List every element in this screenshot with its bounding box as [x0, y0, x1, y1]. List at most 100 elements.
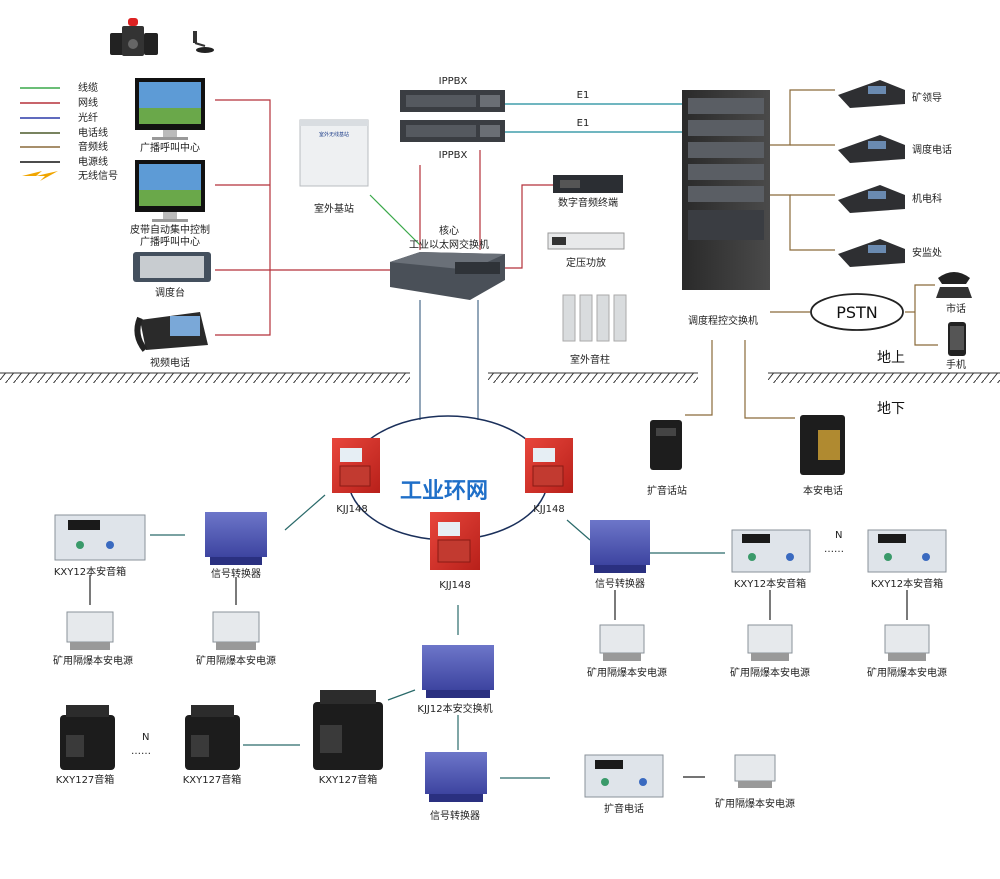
- desk-phone-icon: [838, 239, 905, 267]
- pa-phone-device: [584, 754, 664, 798]
- phone-dispatch-label: 调度电话: [912, 143, 952, 156]
- audio-terminal-label: 数字音频终端: [558, 196, 618, 209]
- signal-converter-bottom: [425, 752, 487, 802]
- signal-converter-left: [205, 512, 267, 565]
- ground-below-label: 地下: [877, 401, 905, 417]
- psu-left-2-label: 矿用隔爆本安电源: [196, 654, 276, 667]
- psu-box: [747, 624, 793, 661]
- amplifier-device: [547, 232, 625, 250]
- outdoor-base-panel-text: 室外无线基站: [319, 131, 349, 138]
- psu-bottom-label: 矿用隔爆本安电源: [715, 797, 795, 810]
- kxy12-speaker-box: [54, 514, 146, 561]
- n-right-label: N: [835, 530, 842, 541]
- psu-right-3-label: 矿用隔爆本安电源: [867, 666, 947, 679]
- digital-audio-terminal: [553, 175, 623, 193]
- legend-item: 无线信号: [22, 169, 118, 182]
- video-phone-icon: [134, 312, 208, 352]
- kjj148-center: [430, 512, 480, 570]
- psu-box: [884, 624, 930, 661]
- belt-center-label-line1: 皮带自动集中控制: [130, 223, 210, 236]
- desktop-speakers-icon: [110, 18, 158, 56]
- belt-center-label-line2: 广播呼叫中心: [140, 235, 200, 248]
- pa-station-device: [650, 420, 682, 470]
- n-left-dots: ……: [131, 746, 151, 757]
- safe-phone-label: 本安电话: [803, 484, 843, 497]
- ring-label: 工业环网: [400, 479, 488, 504]
- phone-mech-label: 机电科: [912, 192, 942, 205]
- converter-bottom-label: 信号转换器: [430, 809, 480, 822]
- ground-line: [0, 372, 1000, 383]
- kjj148-right: [525, 438, 573, 493]
- core-label-line1: 核心: [439, 224, 459, 237]
- dispatch-switch-label: 调度程控交换机: [688, 314, 758, 327]
- kxy12-left-label: KXY12本安音箱: [54, 565, 126, 578]
- kjj12-switch: [422, 645, 494, 698]
- mobile-label: 手机: [946, 358, 966, 371]
- legend-label: 电源线: [78, 155, 108, 168]
- kjj12-label: KJJ12本安交换机: [417, 702, 492, 715]
- kxy127-1-label: KXY127音箱: [56, 773, 115, 786]
- desk-phone-icon: [838, 185, 905, 213]
- ippbx-top-label: IPPBX: [439, 76, 468, 87]
- surface-links: [215, 89, 938, 420]
- legend-item: 光纤: [20, 111, 98, 124]
- video-phone-label: 视频电话: [150, 356, 190, 369]
- ippbx-server-bottom: [400, 120, 505, 142]
- legend-item: 电源线: [20, 155, 108, 168]
- pstn-cloud: PSTN: [810, 293, 904, 331]
- kjj-center-label: KJJ148: [439, 580, 471, 591]
- e1-top-label: E1: [577, 90, 590, 101]
- speaker-column-icon: [562, 294, 627, 342]
- kxy127-speaker: [185, 705, 240, 770]
- core-ethernet-switch: [390, 252, 505, 300]
- legend-item: 网线: [20, 96, 98, 109]
- n-right-dots: ……: [824, 544, 844, 555]
- legend-label: 无线信号: [78, 169, 118, 182]
- dispatch-switch-rack: [682, 90, 770, 290]
- legend-label: 光纤: [78, 111, 98, 124]
- kjj148-left: [332, 438, 380, 493]
- legend-item: 电话线: [20, 126, 108, 139]
- kxy127-3-label: KXY127音箱: [319, 773, 378, 786]
- kxy12-right-2-label: KXY12本安音箱: [871, 577, 943, 590]
- outdoor-base-label: 室外基站: [314, 202, 354, 215]
- phone-safety-label: 安监处: [912, 246, 942, 259]
- kxy127-speaker: [60, 705, 115, 770]
- underground-links: [89, 494, 908, 779]
- console-device: [133, 252, 211, 282]
- mobile-phone-icon: [948, 322, 966, 356]
- pa-station-label: 扩音话站: [647, 484, 687, 497]
- outdoor-base-station: 室外无线基站: [299, 119, 369, 187]
- e1-bottom-label: E1: [577, 118, 590, 129]
- phone-mine-leader-label: 矿领导: [912, 91, 942, 104]
- desk-phone-icon: [838, 135, 905, 163]
- broadcast-center-monitor: [135, 78, 205, 140]
- lightning-icon: [22, 171, 58, 181]
- converter-right-label: 信号转换器: [595, 577, 645, 590]
- kxy12-speaker-box: [867, 529, 947, 573]
- landline-phone-icon: [936, 272, 972, 298]
- kxy127-2-label: KXY127音箱: [183, 773, 242, 786]
- ground-above-label: 地上: [877, 350, 905, 366]
- psu-box: [734, 754, 776, 788]
- converter-left-label: 信号转换器: [211, 567, 261, 580]
- legend-label: 音频线: [78, 140, 108, 153]
- broadcast-center-label: 广播呼叫中心: [140, 141, 200, 154]
- legend-item: 线缆: [20, 81, 98, 94]
- kjj-left-label: KJJ148: [336, 504, 368, 515]
- psu-left-1-label: 矿用隔爆本安电源: [53, 654, 133, 667]
- city-phone-label: 市话: [946, 302, 966, 315]
- core-label-line2: 工业以太网交换机: [409, 238, 489, 251]
- ippbx-server-top: [400, 90, 505, 112]
- microphone-icon: [193, 31, 214, 53]
- desk-phone-icon: [838, 80, 905, 108]
- legend-item: 音频线: [20, 140, 108, 153]
- kxy12-right-1-label: KXY12本安音箱: [734, 577, 806, 590]
- ippbx-bottom-label: IPPBX: [439, 150, 468, 161]
- kxy12-speaker-box: [731, 529, 811, 573]
- console-label: 调度台: [155, 286, 185, 299]
- pa-phone-label: 扩音电话: [604, 802, 644, 815]
- psu-right-1-label: 矿用隔爆本安电源: [587, 666, 667, 679]
- n-left-label: N: [142, 732, 149, 743]
